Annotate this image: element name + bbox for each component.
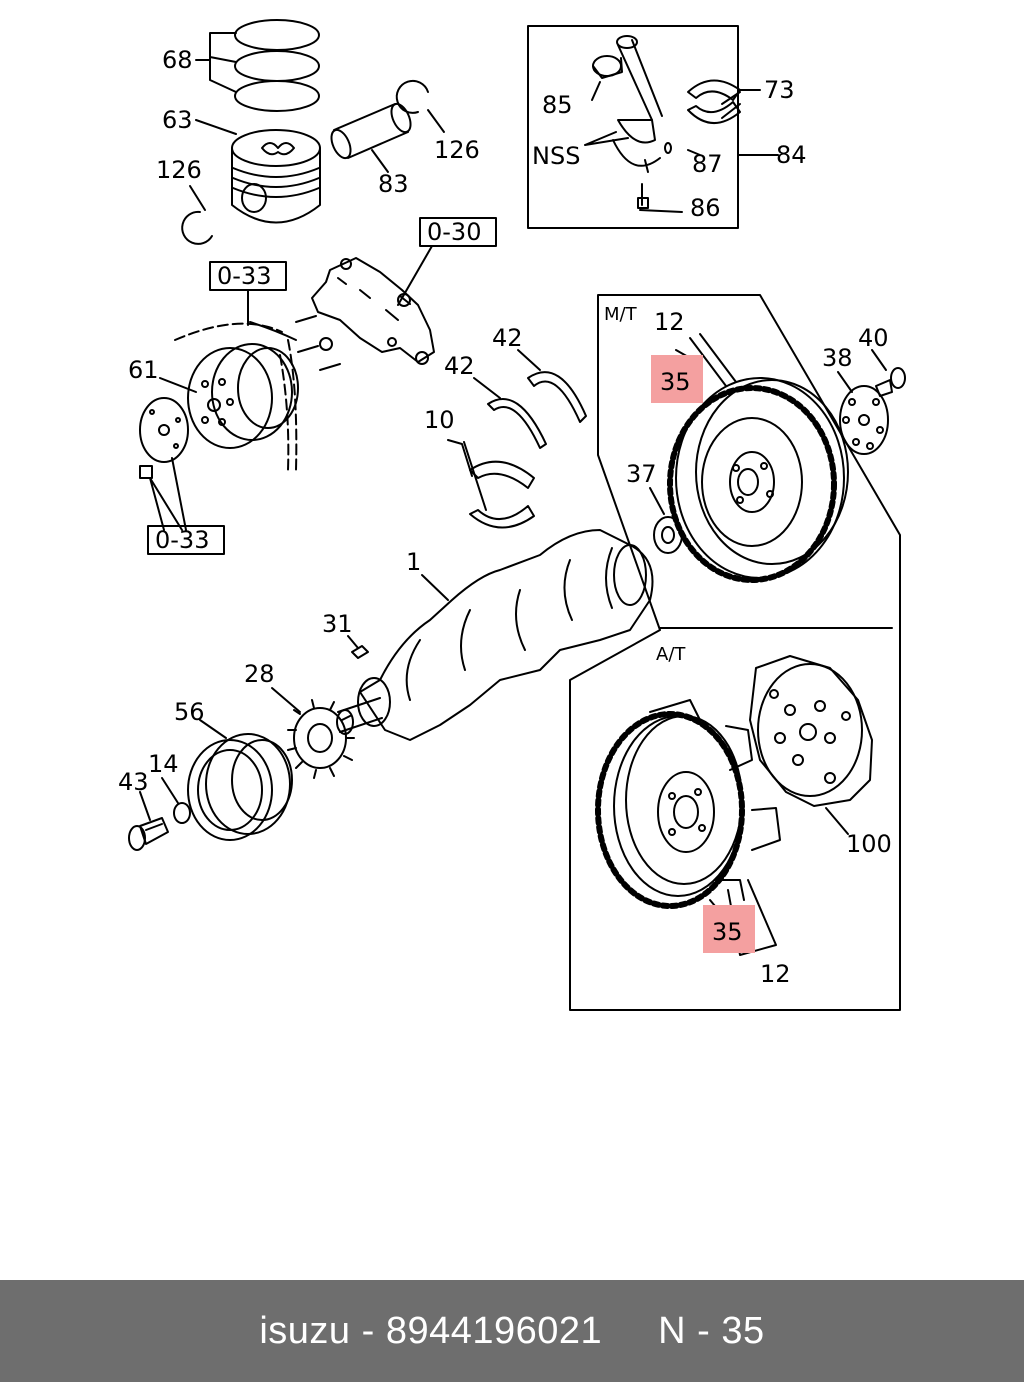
callout-56: 56: [174, 698, 205, 726]
main-bearings: [469, 460, 535, 529]
crank-pulley: [187, 733, 293, 841]
callout-033-top: 0-33: [217, 262, 271, 290]
callout-63: 63: [162, 106, 193, 134]
pulley-bolt: [128, 817, 169, 851]
ring-gear-at: [595, 711, 745, 909]
snap-ring-left: [181, 210, 213, 245]
callout-38: 38: [822, 344, 853, 372]
callout-87: 87: [692, 150, 723, 178]
key: [351, 645, 369, 659]
callout-35-mt: 35: [660, 368, 691, 396]
callout-033-bottom: 0-33: [155, 526, 209, 554]
callout-86: 86: [690, 194, 721, 222]
conrod-group-box: [527, 25, 739, 229]
callout-42-upper: 42: [492, 324, 523, 352]
flywheel-at: [613, 699, 781, 901]
callout-1: 1: [406, 548, 421, 576]
section-label-at: A/T: [656, 644, 686, 665]
ref-box-030: [419, 217, 497, 247]
washer: [173, 802, 191, 824]
flex-plate: [749, 655, 873, 807]
front-pulley: [187, 343, 299, 449]
callout-43: 43: [118, 768, 149, 796]
section-label-mt: M/T: [604, 304, 638, 325]
callout-73: 73: [764, 76, 795, 104]
piston: [231, 129, 321, 224]
callout-61: 61: [128, 356, 159, 384]
connecting-rod: [592, 35, 672, 209]
thrust-washer-lower: [487, 398, 547, 449]
timing-gear: [287, 699, 355, 779]
callout-84: 84: [776, 141, 807, 169]
bolt-small: [139, 465, 153, 479]
flywheel-plate: [839, 385, 889, 455]
conrod-bearings: [687, 79, 741, 124]
callout-40: 40: [858, 324, 889, 352]
footer-brand: isuzu: [259, 1309, 351, 1352]
callout-030: 0-30: [427, 218, 481, 246]
callout-68: 68: [162, 46, 193, 74]
snap-ring-right: [395, 79, 429, 114]
crankshaft: [357, 529, 654, 741]
callout-12-at: 12: [760, 960, 791, 988]
callout-83: 83: [378, 170, 409, 198]
parts-diagram: 68 63 126 126 83 85 73 NSS 87 84 86 0-30…: [118, 19, 906, 1011]
callout-85: 85: [542, 91, 573, 119]
callout-35-at: 35: [712, 918, 743, 946]
callout-126-left: 126: [156, 156, 202, 184]
callout-31: 31: [322, 610, 353, 638]
oil-pump-housing: [295, 257, 435, 371]
footer-bar: isuzu - 8944196021 N - 35: [0, 1280, 1024, 1382]
callout-12-mt: 12: [654, 308, 685, 336]
flywheel-bolt: [875, 367, 906, 397]
footer-ref: N - 35: [658, 1309, 765, 1352]
footer-part-number: 8944196021: [385, 1309, 603, 1352]
highlight-35-at: [703, 905, 755, 953]
callout-100: 100: [846, 830, 892, 858]
callout-28: 28: [244, 660, 275, 688]
piston-rings: [234, 19, 320, 112]
ref-box-033-bottom: [147, 525, 225, 555]
front-plate: [139, 397, 189, 463]
callout-nss: NSS: [532, 142, 580, 170]
callout-10: 10: [424, 406, 455, 434]
callout-37: 37: [626, 460, 657, 488]
ring-gear-mt: [667, 385, 837, 583]
piston-pin: [330, 102, 412, 160]
mt-panel-border: [569, 294, 901, 1011]
callout-42-lower: 42: [444, 352, 475, 380]
highlight-35-mt: [651, 355, 703, 403]
callout-126-right: 126: [434, 136, 480, 164]
callout-14: 14: [148, 750, 179, 778]
thrust-washer-upper: [527, 371, 587, 423]
